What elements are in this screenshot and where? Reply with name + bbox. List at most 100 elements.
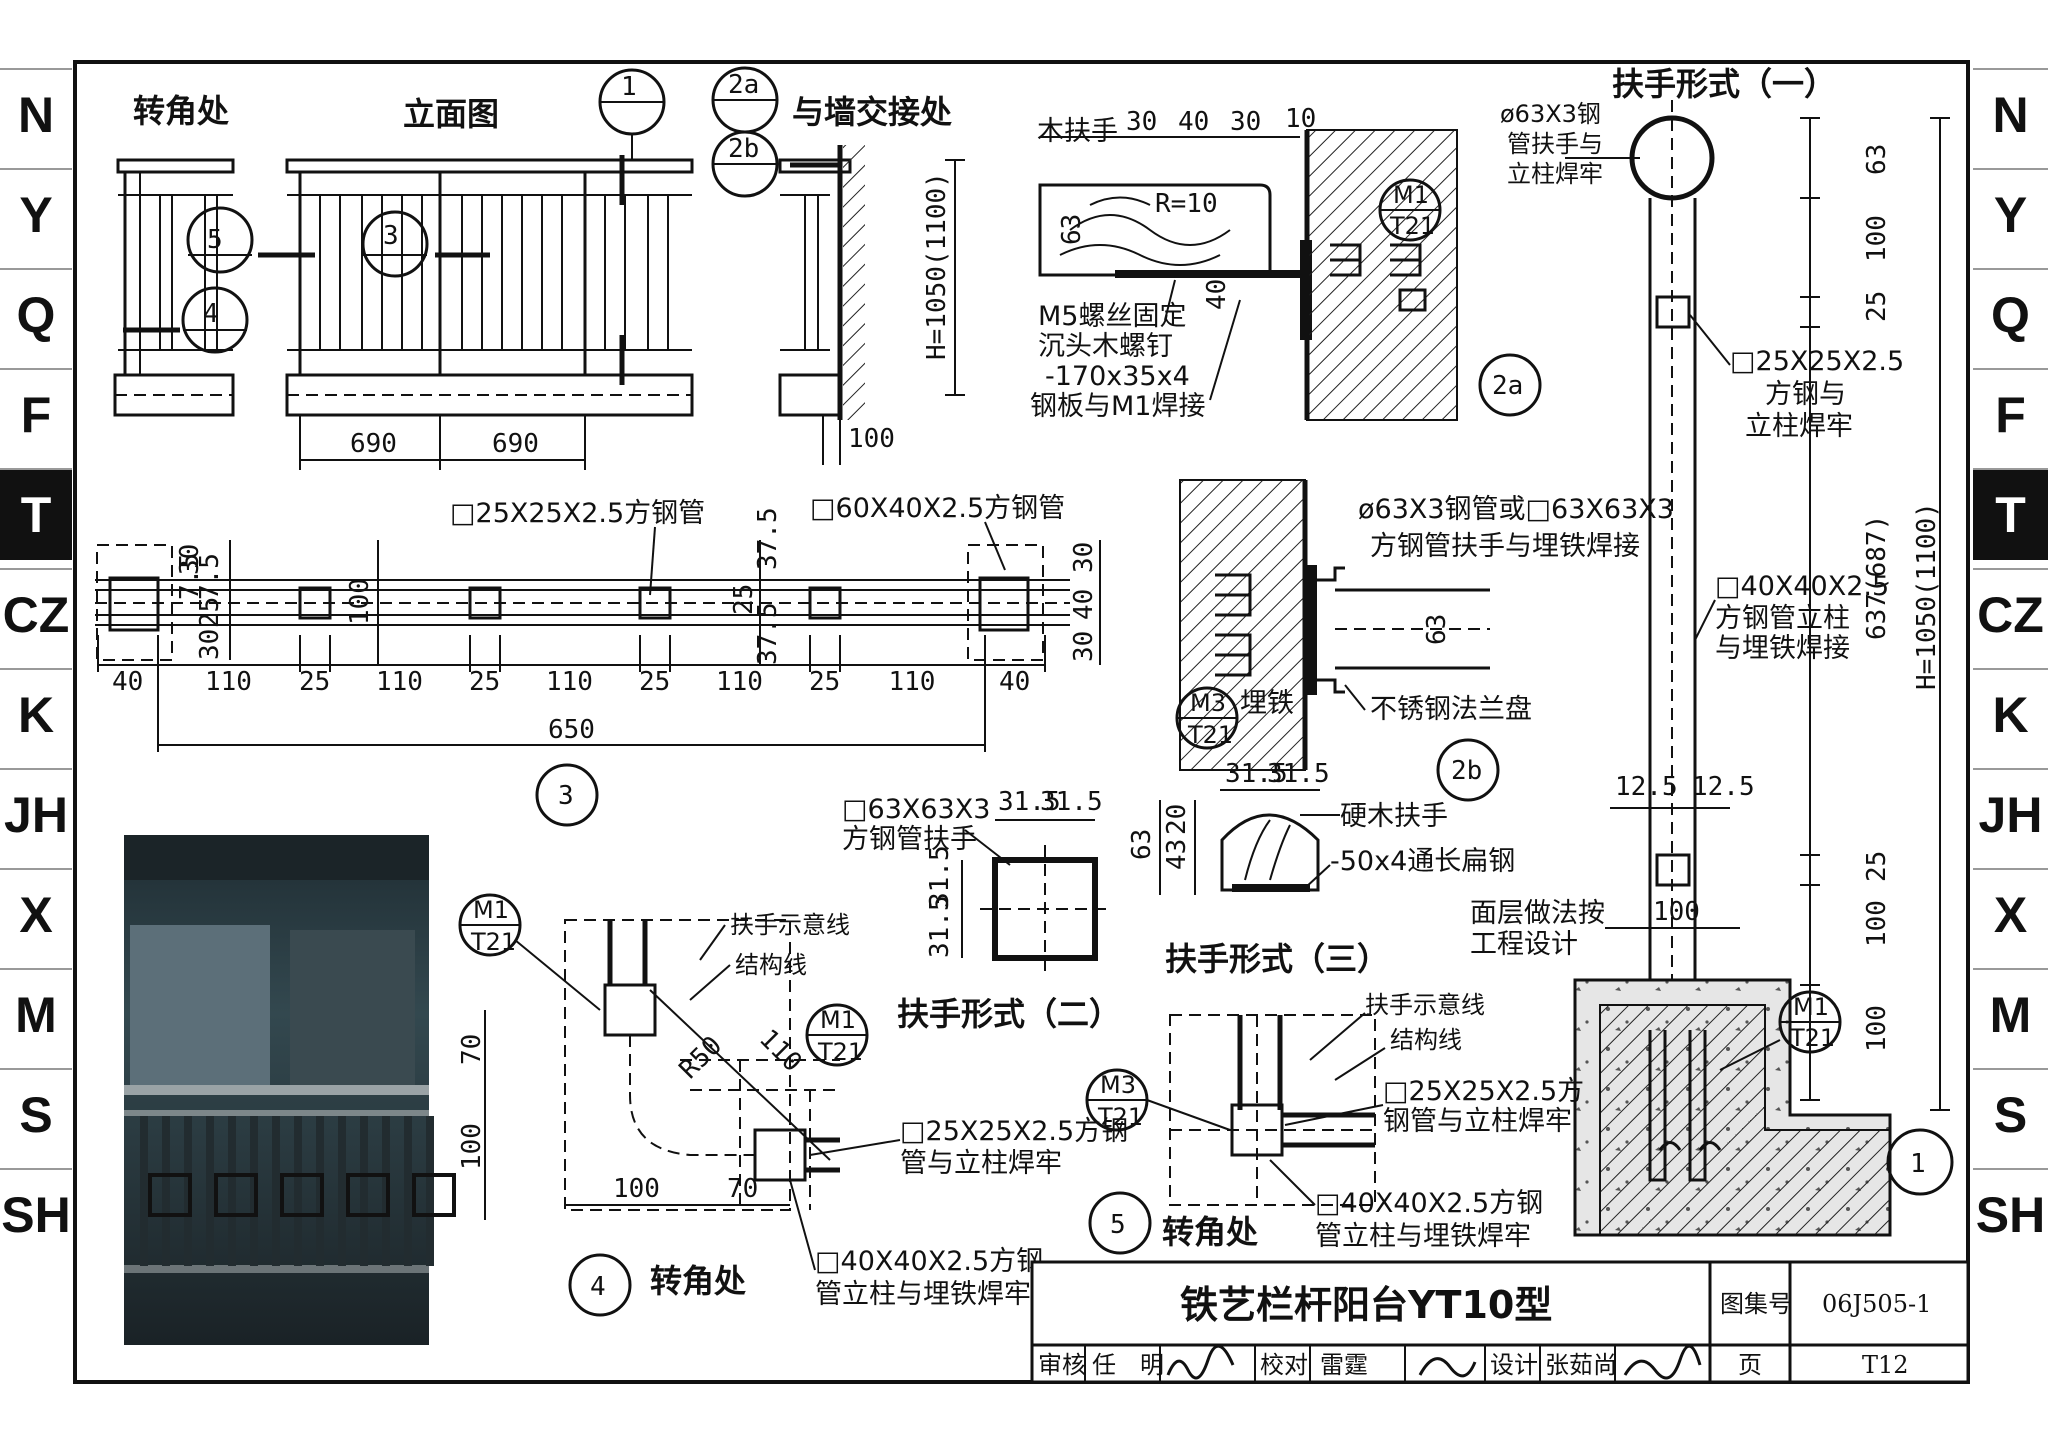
section-tab-n[interactable]: N [0,68,72,160]
svg-text:1: 1 [621,72,637,102]
plan-dim-7: 110 [716,667,763,697]
section-tab-y[interactable]: Y [1973,168,2048,260]
svg-text:31.5: 31.5 [1225,759,1288,789]
section-tab-cz[interactable]: CZ [1973,568,2048,660]
section-tab-q[interactable]: Q [0,268,72,360]
svg-text:□25X25X2.5方: □25X25X2.5方 [1383,1076,1584,1107]
svg-text:□40X40X2.5方钢: □40X40X2.5方钢 [1315,1188,1543,1219]
svg-text:30: 30 [195,629,225,660]
plan-total: 650 [548,715,595,745]
svg-text:管立柱与埋铁焊牢: 管立柱与埋铁焊牢 [815,1279,1031,1310]
svg-text:设计: 设计 [1490,1351,1538,1379]
section-tab-jh[interactable]: JH [0,768,72,860]
d5-tag-m3t21: M3 T21 [1085,1068,1149,1132]
svg-text:100: 100 [457,1123,487,1170]
section-tab-m[interactable]: M [1973,968,2048,1060]
callout-2b: 2b [711,130,779,198]
section-tab-s[interactable]: S [0,1068,72,1160]
svg-text:立柱焊牢: 立柱焊牢 [1745,411,1853,442]
svg-text:□25X25X2.5方钢: □25X25X2.5方钢 [900,1116,1128,1147]
2b-tag-m3t21: M3 T21 [1175,686,1239,750]
section-tab-k[interactable]: K [0,668,72,760]
svg-text:31.5: 31.5 [998,787,1061,817]
svg-text:63: 63 [1057,214,1087,245]
svg-text:12.5: 12.5 [1615,772,1678,802]
plan-dim-10: 40 [999,667,1030,697]
svg-text:管扶手与: 管扶手与 [1507,130,1603,158]
section-tab-sh[interactable]: SH [1973,1168,2048,1260]
section-tab-sh[interactable]: SH [0,1168,72,1260]
svg-text:25: 25 [1862,851,1892,882]
svg-text:30: 30 [1126,107,1157,137]
svg-text:25: 25 [1862,291,1892,322]
svg-text:3: 3 [558,781,574,811]
section-tab-f[interactable]: F [0,368,72,460]
svg-text:100: 100 [345,578,375,625]
plan-dim-5: 110 [546,667,593,697]
svg-text:2b: 2b [728,134,759,164]
section-tab-cz[interactable]: CZ [0,568,72,660]
svg-text:转角处: 转角处 [650,1262,746,1300]
svg-text:7.5: 7.5 [195,553,225,600]
svg-text:沉头木螺钉: 沉头木螺钉 [1038,331,1173,362]
svg-text:立柱焊牢: 立柱焊牢 [1507,160,1603,188]
svg-text:审核: 审核 [1038,1351,1086,1379]
section-tab-x[interactable]: X [0,868,72,960]
section-tab-y[interactable]: Y [0,168,72,260]
section-tab-n[interactable]: N [1973,68,2048,160]
callout-1: 1 [598,68,666,160]
svg-text:□60X40X2.5方钢管: □60X40X2.5方钢管 [810,493,1065,524]
detail-5-corner: 扶手示意线 结构线 M3 T21 □25X25X2.5方 钢管与立柱焊牢 □40… [1085,991,1584,1255]
section-tab-k[interactable]: K [1973,668,2048,760]
reviewer-signature [1166,1344,1235,1380]
section-tab-f[interactable]: F [1973,368,2048,460]
section-tab-t[interactable]: T [1973,468,2048,560]
svg-text:方钢管立柱: 方钢管立柱 [1715,603,1850,634]
svg-text:31.5: 31.5 [1267,759,1330,789]
section-tab-s[interactable]: S [1973,1068,2048,1160]
svg-text:100: 100 [1862,1005,1892,1052]
svg-text:张茹尚: 张茹尚 [1545,1351,1617,1379]
designer-signature [1623,1344,1702,1380]
callout-5: 5 [186,206,254,274]
plan-dim-0: 40 [112,667,143,697]
svg-text:T21: T21 [1789,1024,1835,1052]
svg-text:40: 40 [1069,589,1099,620]
section-tab-m[interactable]: M [0,968,72,1060]
svg-text:扶手形式（二）: 扶手形式（二） [897,995,1121,1033]
d4-callout: 4 [568,1253,632,1317]
svg-text:管与立柱焊牢: 管与立柱焊牢 [900,1148,1062,1179]
svg-text:30: 30 [1069,542,1099,573]
svg-text:T21: T21 [817,1038,863,1066]
svg-text:63: 63 [1422,614,1452,645]
svg-text:H=1050(1100): H=1050(1100) [1912,502,1942,690]
svg-text:扶手示意线: 扶手示意线 [1365,991,1485,1019]
plan-dim-1: 110 [205,667,252,697]
d4-tag-b: M1 T21 [805,1003,869,1067]
plan-dim-6: 25 [639,667,670,697]
section-tab-t[interactable]: T [0,468,72,560]
plan-dim-3: 110 [376,667,423,697]
plan-dim-4: 25 [469,667,500,697]
elev-dim-690b: 690 [492,429,539,459]
section-tab-jh[interactable]: JH [1973,768,2048,860]
svg-text:30: 30 [1069,631,1099,662]
svg-text:转角处: 转角处 [1162,1213,1258,1251]
plan-callout-3: 3 [535,763,599,827]
section-tab-q[interactable]: Q [1973,268,2048,360]
svg-text:□40X40X2.5方钢: □40X40X2.5方钢 [815,1246,1043,1277]
callout-4: 4 [181,286,249,354]
callout-2a: 2a [711,66,779,134]
svg-text:方钢与: 方钢与 [1765,379,1846,410]
corner-label: 转角处 [133,92,229,130]
elev-dim-690a: 690 [350,429,397,459]
detail-2a: 木扶手 30 40 30 10 R=10 63 40 M1 T21 M5螺丝固定… [1030,104,1542,422]
svg-text:20: 20 [1162,804,1192,835]
section-tab-x[interactable]: X [1973,868,2048,960]
handrail-form-3: 31.5 31.5 63 43 20 硬木扶手 -50x4通长扁钢 扶手形式（三… [1127,759,1515,978]
svg-text:1: 1 [1910,1149,1926,1179]
atlas-label: 图集号 [1720,1290,1792,1318]
svg-text:雷霆: 雷霆 [1320,1351,1368,1379]
svg-text:ø63X3钢: ø63X3钢 [1500,100,1601,128]
